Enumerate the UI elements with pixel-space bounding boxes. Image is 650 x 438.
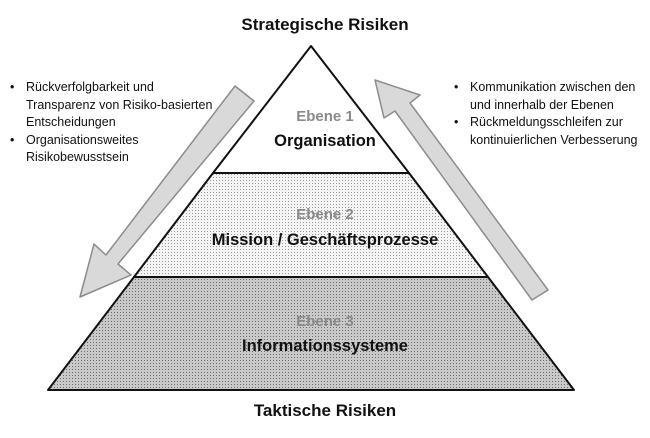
top-label: Strategische Risiken (241, 15, 409, 34)
right-note-item: Kommunikation zwischen den und innerhalb… (452, 79, 647, 114)
level-3-name: Informationssysteme (242, 337, 408, 355)
level-1-number: Ebene 1 (296, 108, 354, 125)
bottom-label: Taktische Risiken (253, 401, 397, 420)
level-1-name: Organisation (274, 132, 376, 150)
level-2-section (133, 172, 489, 278)
right-notes-list: Kommunikation zwischen den und innerhalb… (452, 79, 647, 149)
right-note-item: Rückmeldungsschleifen zur kontinuierlich… (452, 114, 647, 149)
level-2-number: Ebene 2 (296, 206, 354, 223)
level-3-section (47, 276, 575, 391)
left-note-item: Rückverfolgbarkeit und Transparenz von R… (8, 79, 223, 132)
level-3-number: Ebene 3 (296, 313, 354, 330)
left-notes-list: Rückverfolgbarkeit und Transparenz von R… (8, 79, 223, 167)
left-note-item: Organisationsweites Risikobewusstsein (8, 132, 223, 167)
up-right-arrow-icon (374, 79, 549, 301)
level-2-name: Mission / Geschäftsprozesse (211, 231, 439, 249)
